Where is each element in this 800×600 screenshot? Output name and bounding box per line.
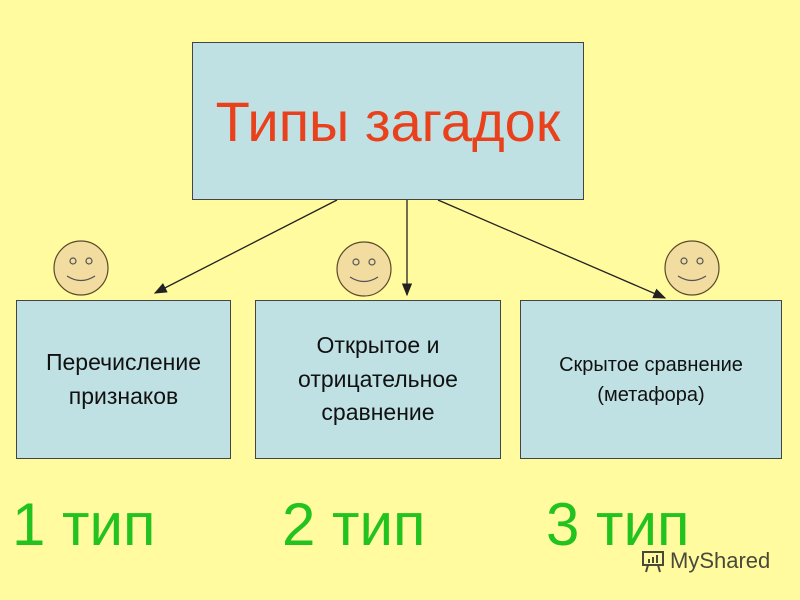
type3-box: Скрытое сравнение (метафора)	[520, 300, 782, 459]
type1-description: Перечисление признаков	[45, 349, 202, 409]
title-box: Типы загадок	[192, 42, 584, 200]
smiley-icon	[53, 240, 109, 296]
arrow-to-type1	[153, 199, 338, 294]
smiley-icon	[664, 240, 720, 296]
smiley-icon	[336, 241, 392, 297]
type3-label: 3 тип	[546, 491, 690, 558]
presentation-board-icon	[642, 551, 664, 573]
arrow-to-type3	[437, 199, 667, 299]
watermark-logo: MyShared	[640, 548, 770, 574]
type2-label: 2 тип	[282, 491, 426, 558]
type3-description: Скрытое сравнение (метафора)	[559, 353, 743, 406]
type1-label: 1 тип	[12, 491, 156, 558]
diagram-title: Типы загадок	[215, 89, 561, 153]
type1-box: Перечисление признаков	[16, 300, 231, 459]
watermark-text: MyShared	[670, 548, 771, 573]
type2-box: Открытое и отрицательное сравнение	[255, 300, 501, 459]
type2-description: Открытое и отрицательное сравнение	[298, 332, 458, 426]
